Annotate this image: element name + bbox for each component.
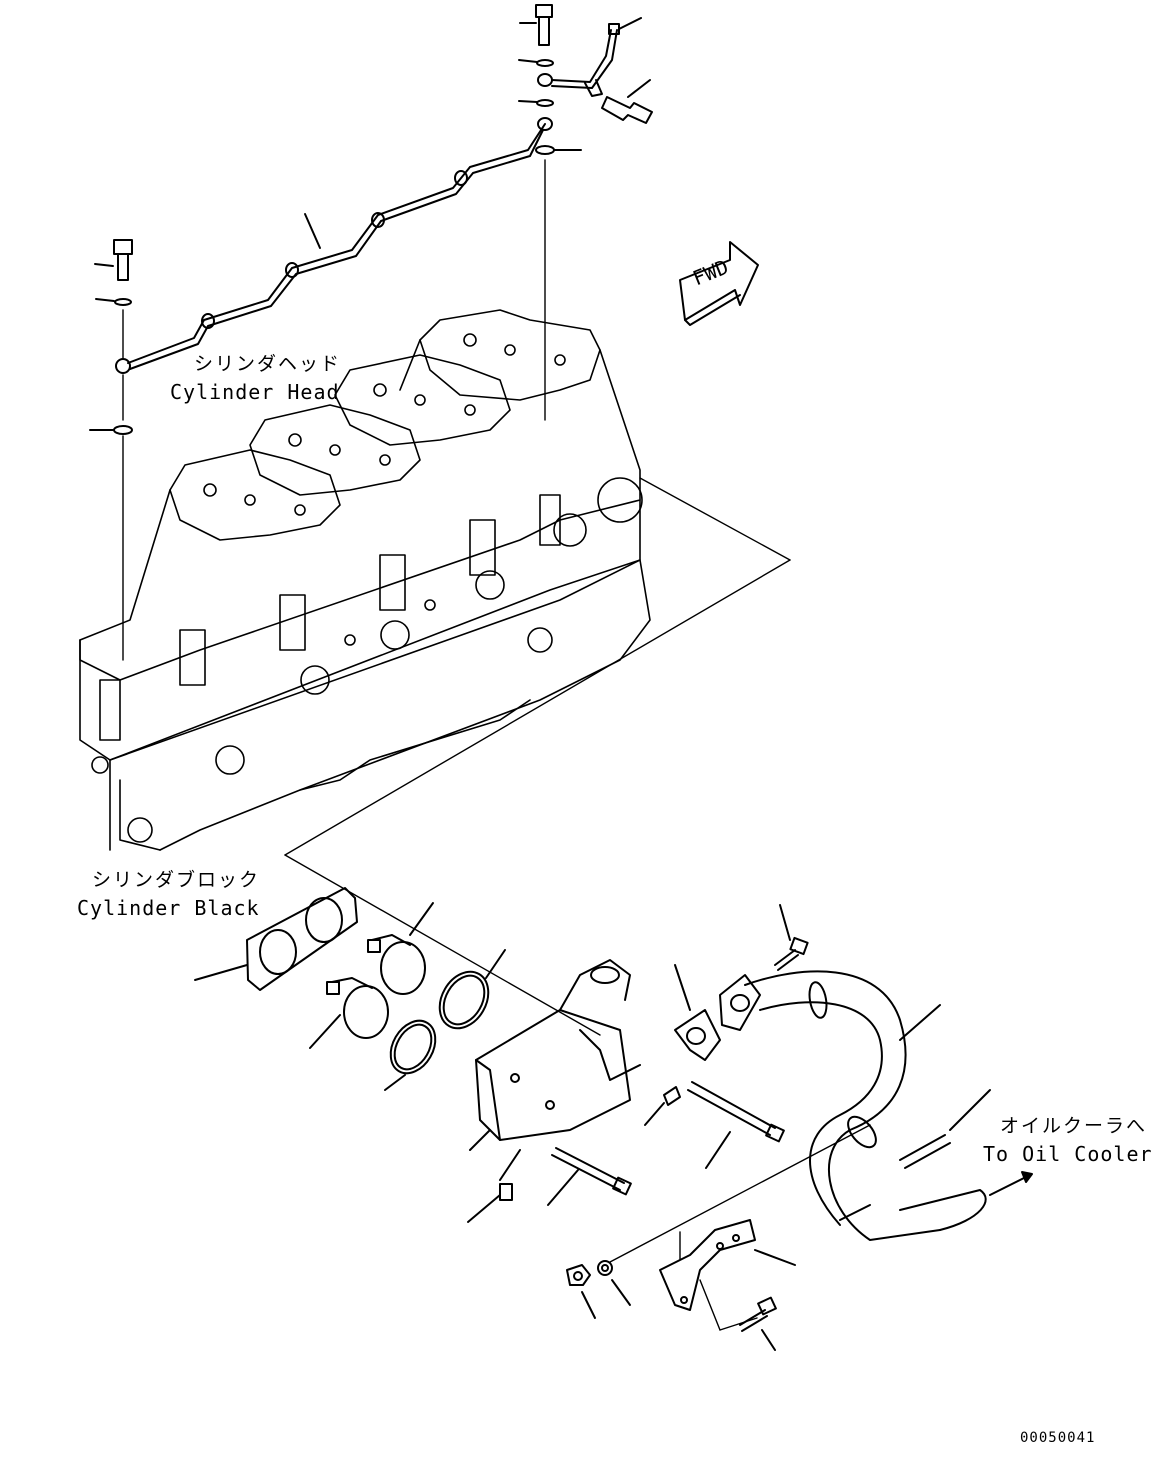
thermostat-lower bbox=[309, 977, 389, 1049]
top-washers bbox=[518, 59, 582, 155]
top-banjo-bolt bbox=[519, 4, 553, 46]
thermostat-housing bbox=[469, 959, 641, 1181]
bracket bbox=[659, 1219, 796, 1311]
figure-number: 00050041 bbox=[1020, 1430, 1096, 1446]
small-pipe-top bbox=[551, 17, 642, 97]
thermostat-upper bbox=[367, 902, 434, 995]
cylinder-head-and-block bbox=[79, 309, 651, 851]
oil-tube bbox=[115, 123, 546, 374]
oil-cooler-pipe bbox=[719, 970, 991, 1241]
gasket bbox=[194, 887, 358, 991]
cylinder-block-label-en: Cylinder Black bbox=[77, 896, 260, 920]
to-oil-cooler-label-en: To Oil Cooler bbox=[983, 1142, 1153, 1166]
cylinder-block-label-ja: シリンダブロック bbox=[92, 869, 261, 891]
pipe-flange-bolt bbox=[774, 904, 809, 971]
cylinder-head-label-en: Cylinder Head bbox=[170, 380, 340, 404]
flange-gasket bbox=[674, 964, 721, 1061]
bracket-bolt bbox=[739, 1296, 777, 1351]
to-oil-cooler-label-ja: オイルクーラへ bbox=[1000, 1115, 1148, 1137]
to-oil-cooler-arrow bbox=[989, 1171, 1033, 1196]
alignment-lines bbox=[122, 159, 871, 1331]
left-banjo-bolt bbox=[89, 239, 133, 435]
nut-washer bbox=[566, 1260, 631, 1319]
bolts-housing bbox=[467, 1081, 785, 1223]
cylinder-head-label-ja: シリンダヘッド bbox=[194, 353, 342, 375]
o-rings bbox=[384, 949, 506, 1091]
fwd-arrow bbox=[679, 241, 759, 326]
clip-bolt-top bbox=[601, 79, 653, 124]
